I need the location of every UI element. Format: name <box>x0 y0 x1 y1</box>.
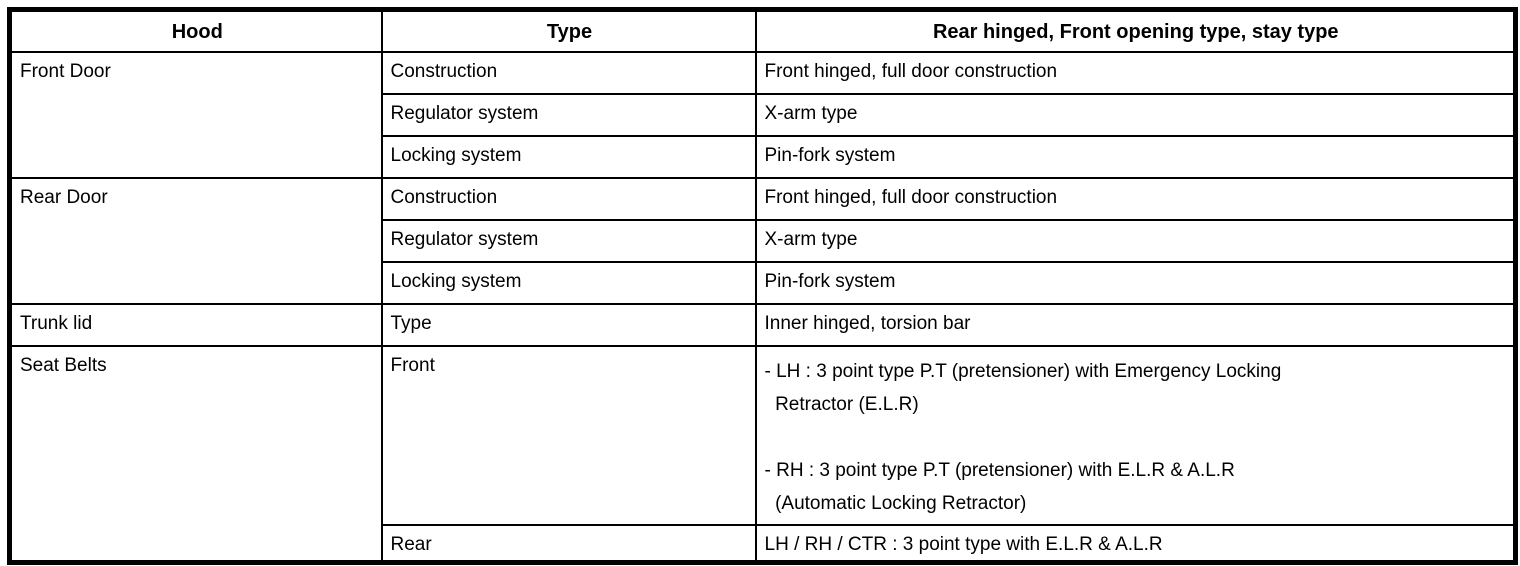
table-row: Rear Door Construction Front hinged, ful… <box>8 176 1517 305</box>
group-cell-trunk-lid: Trunk lid <box>8 302 383 347</box>
value-cell-seat-belt-front: - LH : 3 point type P.T (pretensioner) w… <box>754 344 1517 526</box>
value-cell: LH / RH / CTR : 3 point type with E.L.R … <box>754 523 1517 564</box>
table-row: Rear LH / RH / CTR : 3 point type with E… <box>10 523 1517 564</box>
spec-table: Hood Type Rear hinged, Front opening typ… <box>7 7 1518 565</box>
value-cell: Front hinged, full door construction <box>754 176 1517 221</box>
group-cell-seat-belts: Seat Belts <box>8 344 383 564</box>
header-cell-type: Type <box>380 8 757 53</box>
header-cell-value: Rear hinged, Front opening type, stay ty… <box>754 8 1517 53</box>
type-cell: Regulator system <box>380 218 757 263</box>
type-cell: Construction <box>380 50 757 95</box>
type-cell: Locking system <box>380 260 757 305</box>
type-cell: Front <box>380 344 757 526</box>
type-cell: Construction <box>380 176 757 221</box>
type-cell: Rear <box>380 523 757 564</box>
table-row: Front Door Construction Front hinged, fu… <box>8 50 1517 179</box>
value-cell: Pin-fork system <box>754 260 1517 305</box>
group-cell-rear-door: Rear Door <box>8 176 383 305</box>
table-row: Regulator system X-arm type <box>10 92 1517 137</box>
value-cell: X-arm type <box>754 92 1517 137</box>
table-header-row: Hood Type Rear hinged, Front opening typ… <box>8 8 1517 53</box>
type-cell: Regulator system <box>380 92 757 137</box>
value-cell: Front hinged, full door construction <box>754 50 1517 95</box>
value-cell: X-arm type <box>754 218 1517 263</box>
value-cell: Inner hinged, torsion bar <box>754 302 1517 347</box>
table-row: Trunk lid Type Inner hinged, torsion bar <box>8 302 1517 347</box>
table-row: Locking system Pin-fork system <box>10 134 1517 179</box>
type-cell: Type <box>380 302 757 347</box>
table-row: Regulator system X-arm type <box>10 218 1517 263</box>
header-cell-hood: Hood <box>8 8 383 53</box>
type-cell: Locking system <box>380 134 757 179</box>
value-cell: Pin-fork system <box>754 134 1517 179</box>
table-row: Locking system Pin-fork system <box>10 260 1517 305</box>
group-cell-front-door: Front Door <box>8 50 383 179</box>
table-row: Seat Belts Front - LH : 3 point type P.T… <box>8 344 1517 564</box>
